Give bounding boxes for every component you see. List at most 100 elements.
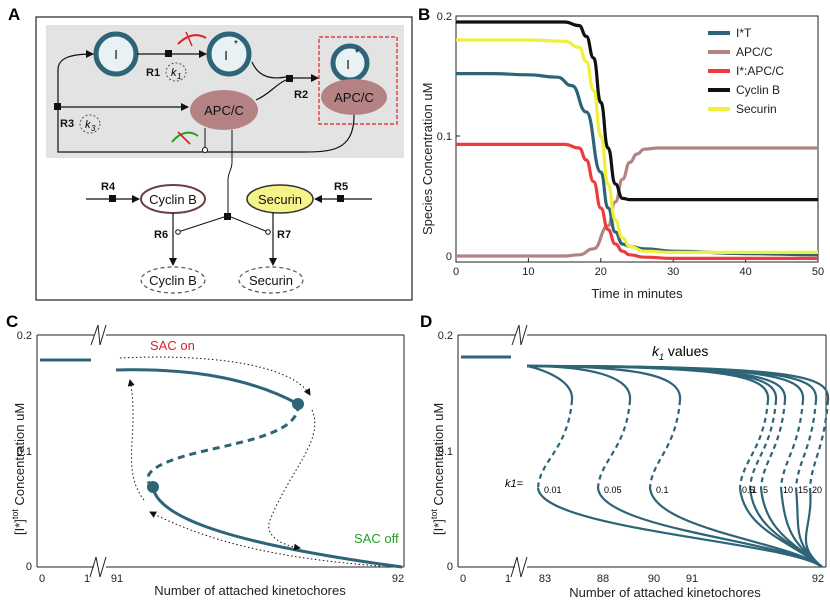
degradation-hub [224, 213, 231, 220]
panel-c-ylabel: [I*]tot Concentration uM [10, 403, 27, 535]
panel-d-ylabel-main: [I*] [431, 519, 446, 535]
r2-junction [286, 75, 293, 82]
panel-d-upper-branch [526, 364, 574, 401]
panel-d-ytick-0: 0 [447, 561, 453, 573]
panel-d-upper-branch [526, 364, 682, 401]
k3-label: k [85, 119, 91, 131]
panel-a-letter: A [8, 5, 20, 24]
r4-label: R4 [101, 181, 116, 193]
node-apcc-bound-label: APC/C [334, 90, 374, 105]
panel-d-xtick-83: 83 [539, 573, 551, 585]
r6-catalysis-tip [175, 229, 181, 235]
node-securin-degraded [238, 266, 304, 294]
legend-label: Cyclin B [736, 83, 780, 97]
green-inhibition-mark [171, 131, 199, 143]
panel-c-sac-off: SAC off [354, 531, 399, 546]
panel-b-ytick: 0.1 [437, 131, 452, 143]
r5-label: R5 [334, 181, 348, 193]
panel-d-ylabel-sup: tot [429, 509, 439, 520]
k3-bubble [79, 114, 101, 134]
panel-c-ylabel-rest: Concentration uM [12, 403, 27, 509]
panel-d-k-label: 0.05 [604, 485, 622, 495]
panel-c-xlabel: Number of attached kinetochores [154, 583, 346, 598]
red-cross-mark [177, 131, 191, 145]
panel-d-k-label: 0.1 [656, 485, 669, 495]
panel-d-k-label: 0.01 [544, 485, 562, 495]
k1-bubble [165, 62, 187, 82]
panel-d-unstable-branch [738, 399, 770, 489]
panel-b-axes [455, 15, 819, 263]
panel-d-xtick-0: 0 [460, 573, 466, 585]
node-apcc [190, 90, 258, 130]
panel-d-letter: D [420, 312, 432, 331]
panel-d-title-sub: 1 [659, 352, 664, 362]
panel-c-hysteresis-top [119, 356, 311, 396]
panel-d-xtick-92: 92 [812, 573, 824, 585]
apcc-catalysis-tip [202, 147, 208, 153]
r3-return-line [57, 107, 355, 153]
panel-c-axis-break-bottom [89, 556, 107, 578]
panel-d-k-label: 20 [812, 485, 822, 495]
panel-c-letter: C [6, 312, 18, 331]
r3-to-i [57, 50, 94, 107]
panel-c-xtick-0: 0 [39, 573, 45, 585]
node-cyclinb-label: Cyclin B [149, 192, 197, 207]
panel-d-k-label: 1 [752, 485, 757, 495]
panel-c-xtick-92: 92 [392, 573, 404, 585]
series-line-cyclin-b [455, 20, 818, 202]
k3-sub: 3 [91, 124, 96, 133]
panel-d-unstable-branch [808, 399, 830, 489]
r2-input-apcc [255, 79, 287, 101]
panel-c-upper-fold-point [292, 398, 304, 410]
panel-d-k-label: 15 [798, 485, 808, 495]
panel-d-xtick-91: 91 [686, 573, 698, 585]
node-apcc-label: APC/C [204, 103, 244, 118]
series-line-securin [455, 38, 818, 255]
panel-c-hysteresis-left [127, 379, 145, 501]
svg-text:[I*]tot Concentration uM: [I*]tot Concentration uM [10, 403, 27, 535]
panel-b-xtick: 10 [522, 266, 534, 278]
panel-d-ylabel: [I*]tot Concentration uM [429, 403, 446, 535]
panel-c-lower-stable-branch [151, 487, 403, 569]
r7-catalysis [230, 216, 269, 233]
node-apcc-bound [321, 79, 387, 115]
red-inhibition-tick [185, 31, 193, 47]
panel-d-axis-break-top [511, 324, 528, 346]
panel-c-ytick-01: 0.1 [17, 446, 32, 458]
apcc-degradation-link [227, 130, 233, 214]
panel-d-ylabel-rest: Concentration uM [431, 403, 446, 509]
r2-label: R2 [294, 89, 308, 101]
legend-label: I*:APC/C [736, 64, 784, 78]
node-i-star-sup: * [234, 39, 238, 50]
node-securin-degraded-label: Securin [249, 273, 293, 288]
panel-d-unstable-branch [779, 399, 805, 489]
panel-d-xtick-1: 1 [505, 573, 511, 585]
panel-d-lower-branch [804, 487, 823, 568]
node-i-star-bound-sup: * [355, 48, 359, 59]
panel-d-title: k1 values [652, 343, 708, 362]
r6-catalysis [177, 216, 225, 233]
panel-d-ytick-02: 0.2 [438, 330, 453, 342]
panel-d-xtick-88: 88 [597, 573, 609, 585]
r1-junction [165, 50, 172, 57]
panel-d-xlabel: Number of attached kinetochores [569, 585, 761, 600]
panel-a: A I I * R1 k 1 APC/C R2 I * AP [8, 5, 413, 301]
panel-c-unstable-branch [146, 403, 300, 490]
red-inhibition-mark [177, 34, 207, 45]
node-i-star-bound-label: I [346, 57, 350, 72]
r3-label: R3 [60, 118, 74, 130]
panel-c-sac-on: SAC on [150, 338, 195, 353]
panel-d-upper-branch [526, 364, 830, 401]
node-i-free [93, 31, 139, 77]
panel-c-ytick-0: 0 [26, 561, 32, 573]
panel-b-letter: B [418, 5, 430, 24]
panel-b-xtick: 0 [453, 266, 459, 278]
k1-sub: 1 [177, 72, 181, 81]
panel-d-k-label: 0.5 [742, 485, 755, 495]
r7-catalysis-tip [265, 229, 271, 235]
panel-d-title-rest: values [664, 343, 708, 359]
panel-c-ylabel-main: [I*] [12, 519, 27, 535]
